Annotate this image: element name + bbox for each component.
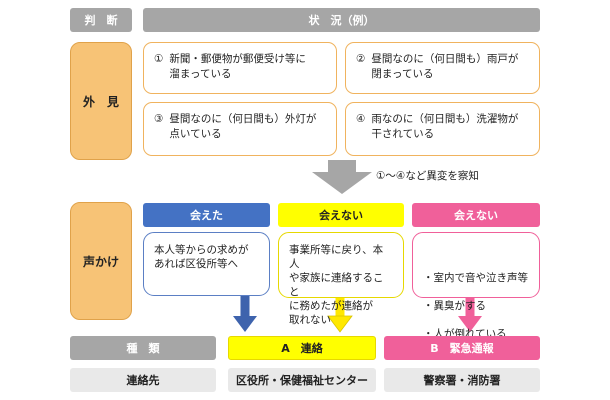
- col-met-body: 本人等からの求めが あれば区役所等へ: [143, 232, 270, 296]
- card-text: 雨なのに（何日間も）洗濯物が 干されている: [371, 113, 519, 140]
- card-text: 昼間なのに（何日間も）雨戸が 閉まっている: [371, 53, 519, 80]
- col-met-header: 会えた: [143, 203, 270, 227]
- calling-label: 声かけ: [70, 202, 132, 320]
- type-label: 種 類: [70, 336, 216, 360]
- blue-arrowhead: [233, 316, 257, 332]
- col-not-met-emergency-body: 室内で音や泣き声等 異臭がする 人が倒れている: [412, 232, 540, 340]
- list-item: 室内で音や泣き声等: [423, 271, 529, 285]
- card-number: ①: [154, 53, 164, 65]
- type-b-emergency: B 緊急通報: [384, 336, 540, 360]
- card-number: ④: [356, 113, 366, 125]
- pink-arrowhead: [458, 316, 482, 332]
- contact-b-police-fire: 警察署・消防署: [384, 368, 540, 392]
- card-number: ②: [356, 53, 366, 65]
- appearance-card-4: ④ 雨なのに（何日間も）洗濯物が 干されている: [345, 102, 540, 156]
- detect-note: ①～④など異変を察知: [376, 170, 479, 182]
- col-not-met-body: 事業所等に戻り、本人 や家族に連絡すること に務めたが連絡が 取れない: [278, 232, 404, 326]
- contact-label: 連絡先: [70, 368, 216, 392]
- header-judgment: 判 断: [70, 8, 132, 32]
- gray-down-arrow: [312, 160, 372, 194]
- card-text: 昼間なのに（何日間も）外灯が 点いている: [169, 113, 317, 140]
- appearance-card-1: ① 新聞・郵便物が郵便受け等に 溜まっている: [143, 42, 337, 94]
- appearance-card-2: ② 昼間なのに（何日間も）雨戸が 閉まっている: [345, 42, 540, 94]
- list-item: 異臭がする: [423, 299, 529, 313]
- card-number: ③: [154, 113, 164, 125]
- type-a-contact: A 連絡: [228, 336, 376, 360]
- header-situation: 状 況（例）: [143, 8, 540, 32]
- yellow-arrowhead: [327, 315, 353, 333]
- col-not-met-emergency-header: 会えない: [412, 203, 540, 227]
- contact-a-ward-office: 区役所・保健福祉センター: [228, 368, 376, 392]
- card-text: 新聞・郵便物が郵便受け等に 溜まっている: [169, 53, 306, 80]
- col-not-met-header: 会えない: [278, 203, 404, 227]
- appearance-card-3: ③ 昼間なのに（何日間も）外灯が 点いている: [143, 102, 337, 156]
- appearance-label: 外 見: [70, 42, 132, 160]
